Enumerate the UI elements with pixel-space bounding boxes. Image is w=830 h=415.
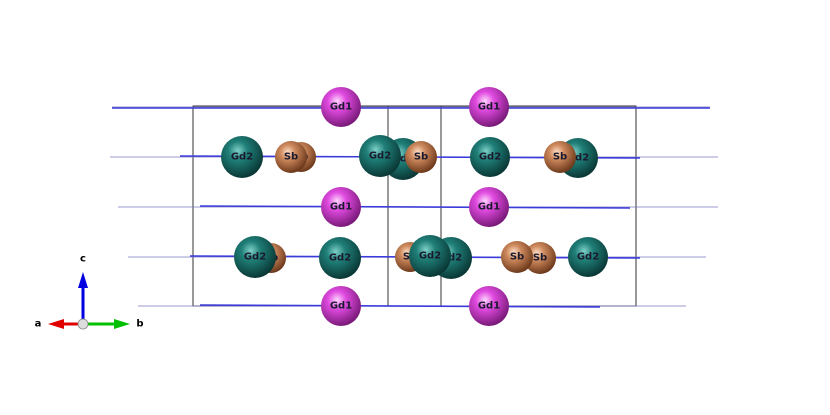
atom-sphere (469, 286, 509, 326)
atom-sphere (319, 237, 361, 279)
atom-label: Gd2 (419, 251, 441, 262)
atom-gd1[interactable]: Gd1 (469, 187, 509, 227)
bond-line (199, 304, 601, 308)
atom-sphere (359, 135, 401, 177)
atom-sphere (568, 237, 608, 277)
atom-label: Gd2 (231, 152, 253, 163)
atom-gd2[interactable]: Gd2 (409, 235, 451, 277)
a-axis-arrow-head (48, 319, 64, 329)
atom-label: Gd2 (479, 152, 501, 163)
atom-label: Gd2 (440, 253, 462, 264)
b-axis-arrow-head (114, 319, 130, 329)
atom-label: Gd1 (478, 202, 500, 213)
c-axis-arrow-head (78, 272, 88, 288)
atom-label: Gd2 (369, 151, 391, 162)
atom-gd2[interactable]: Gd2 (470, 137, 510, 177)
atoms: Gd2SbSbGd2Gd2SbGd2SbGd2Gd1Gd1Gd1Gd1Gd1Gd… (221, 87, 608, 326)
atom-gd1[interactable]: Gd1 (469, 87, 509, 127)
atom-label: Gd1 (330, 102, 352, 113)
atom-label: Gd2 (244, 252, 266, 263)
atom-label: Sb (284, 152, 298, 163)
atom-sphere (469, 87, 509, 127)
atom-label: Gd1 (330, 301, 352, 312)
atom-label: Sb (533, 253, 547, 264)
atom-gd2[interactable]: Gd2 (221, 136, 263, 178)
atom-label: Gd2 (567, 153, 589, 164)
atom-sphere (321, 286, 361, 326)
atom-gd2[interactable]: Gd2 (359, 135, 401, 177)
atom-sphere (470, 137, 510, 177)
atom-sphere (544, 141, 576, 173)
atom-label: Sb (414, 152, 428, 163)
atom-sphere (524, 242, 556, 274)
c-axis-label: c (80, 254, 86, 265)
bond-line (199, 205, 631, 209)
axis-origin (77, 318, 89, 330)
atom-gd1[interactable]: Gd1 (469, 286, 509, 326)
b-axis-label: b (136, 319, 143, 330)
atom-label: Gd1 (478, 301, 500, 312)
atom-label: Gd2 (329, 253, 351, 264)
atom-sphere (321, 187, 361, 227)
atom-gd1[interactable]: Gd1 (321, 187, 361, 227)
atom-gd1[interactable]: Gd1 (321, 87, 361, 127)
a-axis-label: a (35, 319, 42, 330)
atom-gd2[interactable]: Gd2 (568, 237, 608, 277)
atom-label: Gd2 (577, 252, 599, 263)
atom-sphere (501, 241, 533, 273)
atom-label: Sb (553, 152, 567, 163)
atom-sb[interactable]: Sb (275, 141, 307, 173)
atom-label: Gd1 (330, 202, 352, 213)
atom-gd2[interactable]: Gd2 (319, 237, 361, 279)
atom-gd2[interactable]: Gd2 (234, 236, 276, 278)
atom-sphere (221, 136, 263, 178)
atom-sphere (275, 141, 307, 173)
atom-sphere (469, 187, 509, 227)
atom-label: Gd2 (392, 154, 414, 165)
atom-label: Gd1 (478, 102, 500, 113)
axis-triad: c b a (35, 254, 144, 330)
atom-sphere (321, 87, 361, 127)
atom-gd1[interactable]: Gd1 (321, 286, 361, 326)
atom-sphere (405, 141, 437, 173)
bond-lines (110, 106, 718, 308)
atom-sb[interactable]: Sb (544, 141, 576, 173)
atom-sphere (409, 235, 451, 277)
atom-sb[interactable]: Sb (501, 241, 533, 273)
atom-sb[interactable]: Sb (405, 141, 437, 173)
atom-sb[interactable]: Sb (524, 242, 556, 274)
atom-sphere (234, 236, 276, 278)
atom-label: Sb (510, 252, 524, 263)
